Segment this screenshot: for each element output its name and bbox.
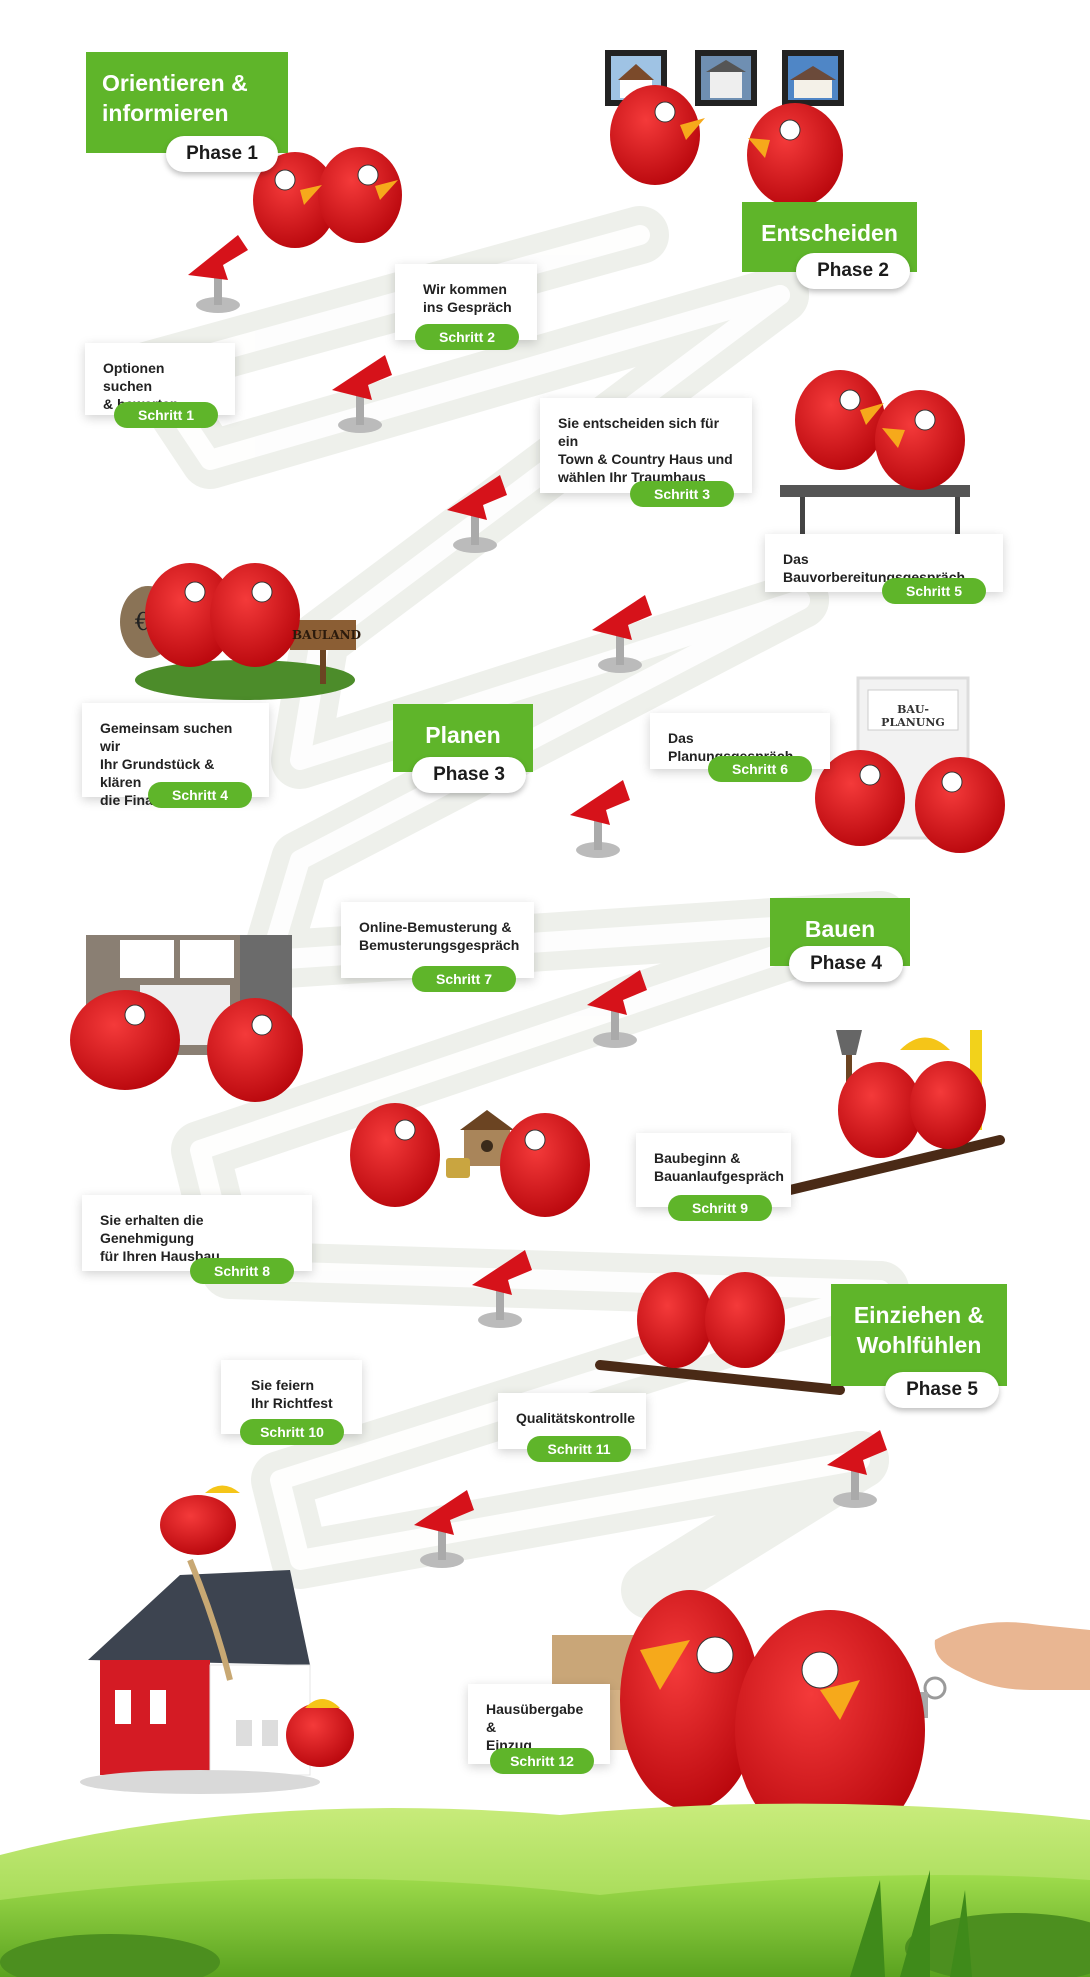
- step-3-text: Sie entscheiden sich für ein Town & Coun…: [558, 415, 733, 485]
- branch-prop: [595, 1135, 1005, 1395]
- arrow-sign-posts: [188, 235, 887, 1568]
- hand-with-keys: [920, 1622, 1090, 1718]
- red-house-illustration: [80, 1558, 320, 1794]
- phase-5-title: Einziehen & Wohlfühlen: [853, 1302, 985, 1358]
- green-hills: [0, 1803, 1090, 1977]
- step-9-label: Schritt 9: [668, 1195, 772, 1221]
- step-7-text: Online-Bemusterung & Bemusterungsgespräc…: [359, 919, 520, 953]
- bau-planung-sign-text: BAU-PLANUNG: [881, 703, 945, 729]
- step-6-label: Schritt 6: [708, 756, 812, 782]
- step-2-label: Schritt 2: [415, 324, 519, 350]
- step-7-card: Online-Bemusterung & Bemusterungsgespräc…: [341, 902, 534, 978]
- phase-1-title: Orientieren & informieren: [102, 70, 248, 126]
- step-4-label: Schritt 4: [148, 782, 252, 808]
- step-2-text: Wir kommen ins Gespräch: [423, 281, 512, 315]
- cardinal-bird-mascots: [70, 85, 1005, 1850]
- bauland-sign: [290, 620, 356, 684]
- phase-1-label: Phase 1: [166, 136, 278, 172]
- step-8-label: Schritt 8: [190, 1258, 294, 1284]
- step-11-text: Qualitätskontrolle: [516, 1410, 636, 1426]
- step-3-card: Sie entscheiden sich für ein Town & Coun…: [540, 398, 752, 493]
- step-4-card: Gemeinsam suchen wir Ihr Grundstück & kl…: [82, 703, 269, 808]
- phase-5-label: Phase 5: [885, 1372, 999, 1408]
- step-12-label: Schritt 12: [490, 1748, 594, 1774]
- step-9-card: Baubeginn & Bauanlaufgespräch: [636, 1133, 791, 1207]
- step-8-text: Sie erhalten die Genehmigung für Ihren H…: [100, 1212, 220, 1264]
- step-10-text: Sie feiern Ihr Richtfest: [251, 1377, 333, 1411]
- bauland-sign-text: BAULAND: [292, 628, 362, 642]
- phase-2-label: Phase 2: [796, 253, 910, 289]
- step-1-label: Schritt 1: [114, 402, 218, 428]
- phase-4-title: Bauen: [804, 916, 876, 942]
- bird-eyes: [124, 101, 963, 1689]
- chairs-prop: [780, 485, 970, 537]
- phase-4-label: Phase 4: [789, 946, 903, 982]
- step-10-label: Schritt 10: [240, 1419, 344, 1445]
- grass-mound: [135, 660, 355, 700]
- phase-5-header: Einziehen & Wohlfühlen: [831, 1284, 1007, 1386]
- step-3-label: Schritt 3: [630, 481, 734, 507]
- step-12-text: Hausübergabe & Einzug: [486, 1701, 584, 1753]
- step-9-text: Baubeginn & Bauanlaufgespräch: [654, 1150, 784, 1184]
- padlock-prop: [446, 1158, 470, 1178]
- bird-beaks: [300, 118, 905, 1720]
- house-picture-frames: [605, 50, 844, 106]
- phase-2-title: Entscheiden: [761, 220, 898, 246]
- hard-hats: [205, 1037, 950, 1708]
- step-11-label: Schritt 11: [527, 1436, 631, 1462]
- step-7-label: Schritt 7: [412, 966, 516, 992]
- step-5-label: Schritt 5: [882, 578, 986, 604]
- phase-3-label: Phase 3: [412, 757, 526, 793]
- phase-3-title: Planen: [425, 722, 501, 748]
